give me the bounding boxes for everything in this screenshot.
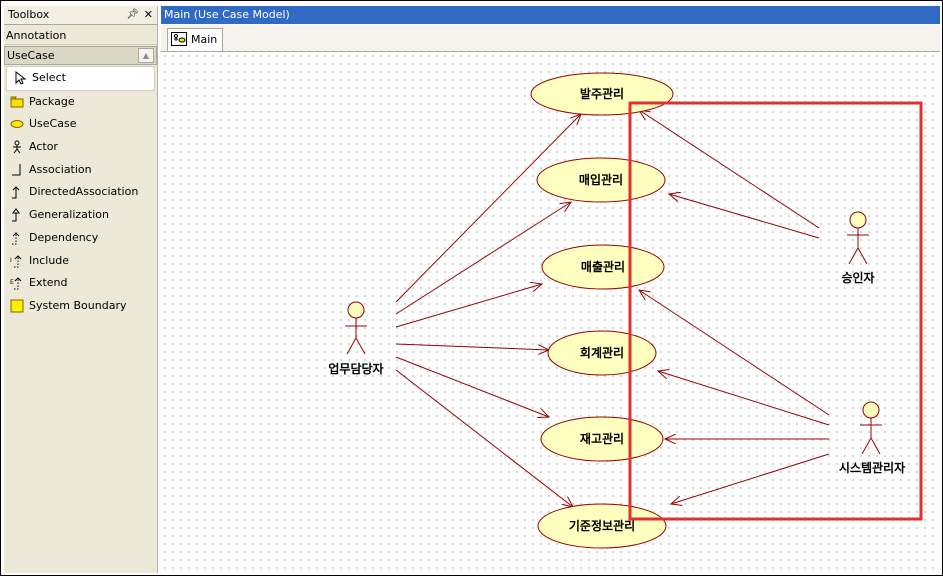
tool-include[interactable]: I Include [4,250,157,273]
actor-label: 업무담당자 [328,361,383,376]
tool-select[interactable]: Select [6,66,155,91]
tool-label: DirectedAssociation [29,185,139,199]
associations-worker [395,114,581,507]
tool-directed-association[interactable]: DirectedAssociation [4,181,157,204]
tool-label: UseCase [29,117,77,131]
tool-label: Dependency [29,230,99,244]
associations-approver [639,110,820,239]
assoc-approver-purchase[interactable] [669,194,820,239]
tool-extend[interactable]: E Extend [4,272,157,295]
group-label: Annotation [6,29,67,42]
assoc-admin-sales[interactable] [639,290,830,416]
pointer-icon [15,71,27,85]
assoc-worker-order[interactable] [395,114,581,303]
assoc-admin-accounting[interactable] [658,371,830,426]
use-case-master-data[interactable]: 기준정보관리 [537,503,667,549]
use-case-purchase[interactable]: 매입관리 [536,157,666,203]
editor-title: Main (Use Case Model) [164,8,290,21]
group-usecase[interactable]: UseCase ▲ [4,46,157,65]
tab-bar: Main [161,25,940,52]
extend-icon: E [10,277,22,290]
close-icon[interactable]: ✕ [143,8,153,21]
ellipse-icon [10,120,24,129]
assoc-worker-purchase[interactable] [395,202,571,315]
tool-dependency[interactable]: Dependency [4,227,157,250]
dependency-icon [12,232,20,245]
group-label: UseCase [7,49,55,62]
toolbox-titlebar: Toolbox 📌︎ ✕ [4,6,157,25]
directed-association-icon [12,186,20,199]
actor-icon [13,140,21,154]
assoc-approver-order[interactable] [639,110,820,229]
associations-admin [639,290,830,504]
generalization-icon [12,208,20,222]
use-case-label: 매입관리 [579,172,623,187]
editor-titlebar: Main (Use Case Model) [161,6,940,24]
actor-approver[interactable]: 승인자 [841,211,875,285]
use-case-label: 기준정보관리 [569,518,635,533]
svg-text:I: I [10,257,12,264]
tool-label: Package [29,94,75,108]
tab-main[interactable]: Main [167,28,223,51]
use-case-label: 매출관리 [581,259,625,274]
actor-system-admin[interactable]: 시스템관리자 [839,401,905,475]
tool-label: Actor [29,140,58,154]
tab-label: Main [191,33,218,46]
assoc-worker-master[interactable] [395,369,573,507]
assoc-worker-inventory[interactable] [395,356,549,417]
tool-usecase[interactable]: UseCase [4,113,157,136]
tool-label: Extend [29,276,68,290]
tool-label: System Boundary [29,298,127,312]
include-icon: I [10,254,22,267]
assoc-worker-sales[interactable] [395,284,542,328]
tool-label: Include [29,253,70,267]
tool-list: Select Package UseCase Actor Association… [4,66,157,318]
assoc-worker-accounting[interactable] [395,343,549,350]
tool-association[interactable]: Association [4,159,157,182]
scroll-up-button[interactable]: ▲ [138,48,154,63]
toolbox-title: Toolbox [8,8,50,21]
pin-icon[interactable]: 📌︎ [126,9,139,20]
boundary-icon [10,299,24,313]
tool-label: Select [32,71,66,84]
use-case-label: 재고관리 [580,431,624,446]
tool-label: Generalization [29,208,109,222]
use-case-inventory[interactable]: 재고관리 [540,416,664,462]
use-case-order[interactable]: 발주관리 [530,72,674,116]
actor-worker[interactable]: 업무담당자 [328,301,384,376]
actor-label: 승인자 [841,270,874,285]
use-case-sales[interactable]: 매출관리 [541,244,665,290]
tool-actor[interactable]: Actor [4,136,157,159]
actor-label: 시스템관리자 [839,460,905,475]
diagram-icon [171,32,187,46]
tool-package[interactable]: Package [4,91,157,114]
folder-icon [10,96,24,108]
use-case-diagram: 발주관리 매입관리 매출관리 회계관리 재고관리 기준정보관리 [328,72,923,549]
use-case-accounting[interactable]: 회계관리 [547,330,657,376]
toolbox-panel: Toolbox 📌︎ ✕ Annotation UseCase ▲ Select… [4,6,158,573]
tool-label: Association [29,162,92,176]
assoc-admin-master[interactable] [671,453,830,504]
use-case-label: 발주관리 [580,86,624,101]
tool-generalization[interactable]: Generalization [4,204,157,227]
group-annotation[interactable]: Annotation [4,27,157,45]
highlight-box [628,101,923,521]
association-icon [12,163,21,176]
diagram-canvas[interactable]: 발주관리 매입관리 매출관리 회계관리 재고관리 기준정보관리 [161,52,940,573]
svg-text:E: E [10,279,14,286]
tool-system-boundary[interactable]: System Boundary [4,295,157,318]
use-case-label: 회계관리 [580,345,624,360]
